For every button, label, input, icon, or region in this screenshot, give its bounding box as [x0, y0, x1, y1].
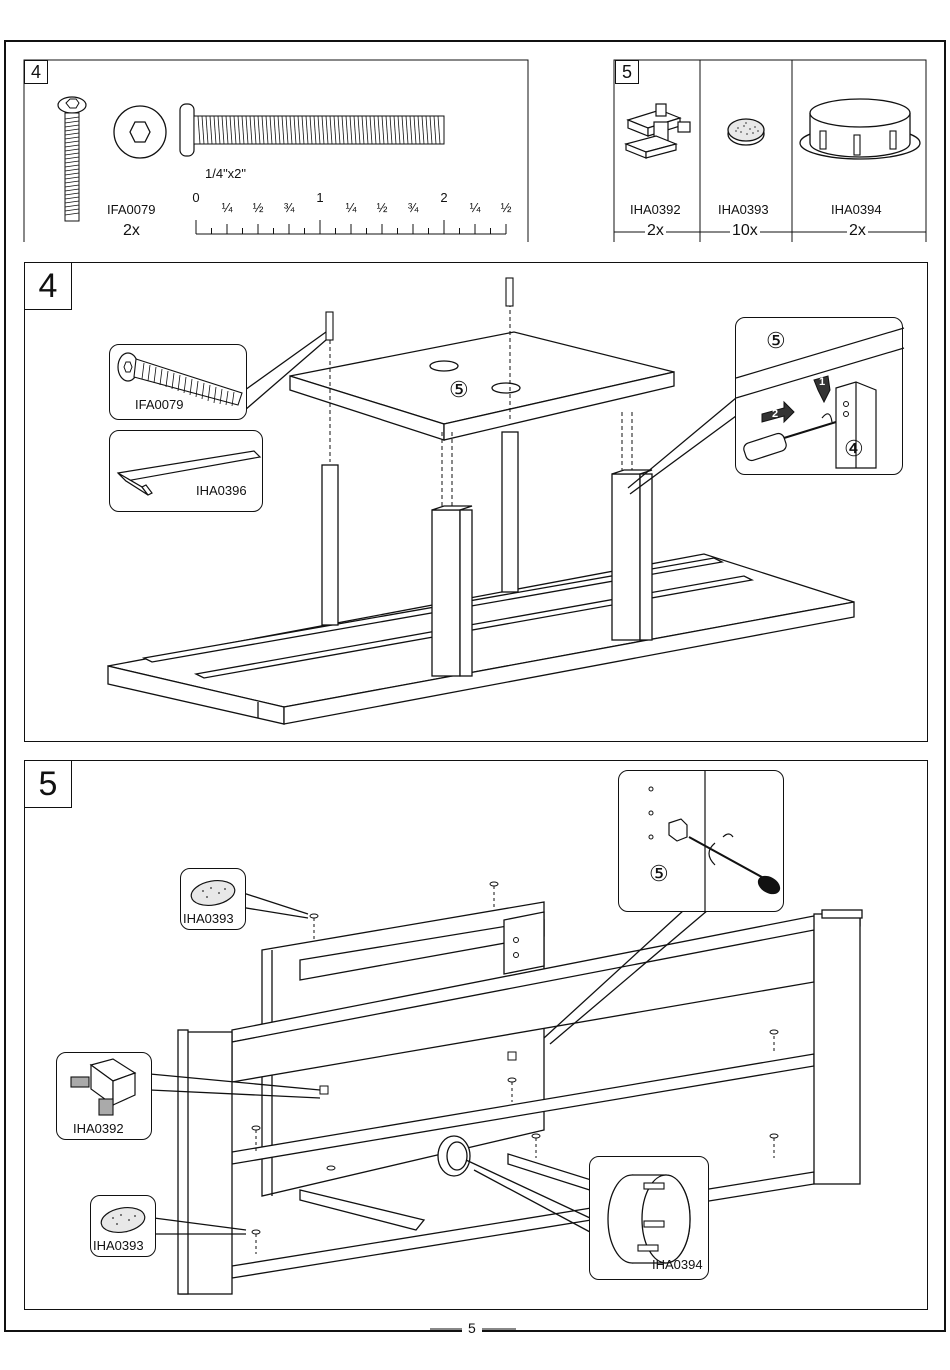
- step5-felt-callout-bottom: IHA0393: [90, 1195, 156, 1257]
- hardware-part3-qty: 2x: [847, 222, 868, 240]
- hardware-part1-qty: 2x: [645, 222, 666, 240]
- step4-key-callout: IHA0396: [109, 430, 263, 512]
- step4-detail-callout: ⑤ ④ 1 2: [735, 317, 903, 475]
- step4-bolt-callout: IFA0079: [109, 344, 247, 420]
- page-number: 5: [462, 1320, 482, 1336]
- grommet-callout-icon: [594, 1161, 704, 1271]
- step5-felt-callout-top: IHA0393: [180, 868, 246, 930]
- step5-felt-code-a: IHA0393: [183, 911, 234, 926]
- step5-cap-callout: IHA0394: [589, 1156, 709, 1280]
- arrow-2-label: 2: [772, 408, 778, 420]
- felt-pad-callout-icon-b: [95, 1200, 155, 1240]
- step5-felt-code-b: IHA0393: [93, 1238, 144, 1253]
- step4-bolt-code: IFA0079: [135, 397, 183, 412]
- hardware-part2-qty: 10x: [730, 222, 760, 240]
- step4-top-marker: ⑤: [449, 377, 469, 403]
- step5-bracket-callout: IHA0392: [56, 1052, 152, 1140]
- bracket-detail-illustration: [619, 771, 785, 913]
- step5-bracket-code: IHA0392: [73, 1121, 124, 1136]
- step5-cap-code: IHA0394: [652, 1257, 703, 1272]
- felt-pad-callout-icon: [185, 873, 245, 913]
- detail-illustration: [736, 318, 904, 476]
- step5-detail-marker: ⑤: [649, 861, 669, 887]
- detail-marker-side: ④: [844, 436, 864, 462]
- bracket-callout-icon: [61, 1055, 151, 1125]
- detail-marker-top: ⑤: [766, 328, 786, 354]
- step5-table-illustration: [24, 760, 928, 1310]
- arrow-1-label: 1: [819, 376, 825, 388]
- qty-lines: [0, 0, 950, 260]
- step5-detail-callout: ⑤: [618, 770, 784, 912]
- step4-key-code: IHA0396: [196, 483, 247, 498]
